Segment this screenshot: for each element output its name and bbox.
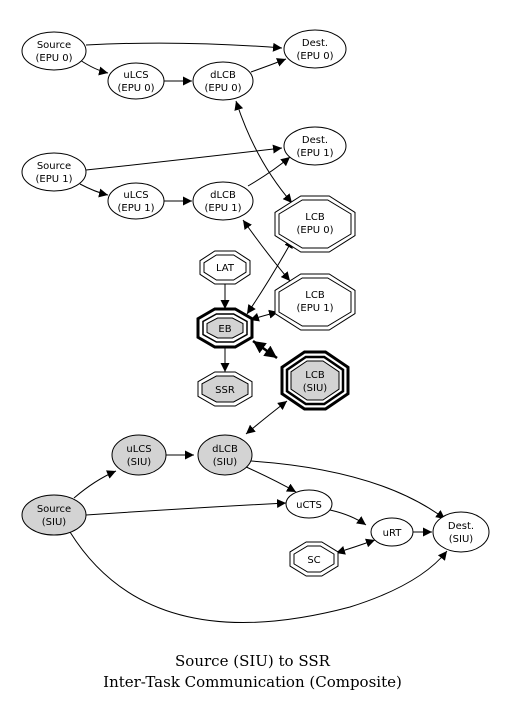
caption-subtitle: Inter-Task Communication (Composite) (103, 673, 402, 691)
node-label-line2: (EPU 0) (204, 83, 241, 94)
node-dest-epu1[interactable]: Dest. (EPU 1) (283, 126, 347, 166)
node-dest-siu[interactable]: Dest. (SIU) (432, 511, 490, 553)
communication-diagram: Source (EPU 0) uLCS (EPU 0) dLCB (EPU 0)… (21, 29, 490, 623)
node-label-line1: Dest. (302, 38, 328, 49)
node-sc[interactable]: SC (289, 541, 339, 577)
node-label-line2: (SIU) (213, 457, 238, 468)
node-source-epu0[interactable]: Source (EPU 0) (21, 31, 87, 71)
node-label-line2: (EPU 1) (296, 303, 333, 314)
node-ssr[interactable]: SSR (197, 371, 253, 407)
node-label-line2: (SIU) (303, 383, 328, 394)
edge-src-epu0-dest-epu0 (85, 42, 283, 52)
node-dlcb-epu0[interactable]: dLCB (EPU 0) (192, 61, 254, 101)
node-label: uCTS (296, 500, 322, 511)
edge-lcb-epu1-eb (249, 309, 279, 322)
node-source-siu[interactable]: Source (SIU) (21, 494, 87, 536)
node-label: SSR (215, 385, 235, 396)
edge-src-epu1-dest-epu1 (85, 144, 283, 171)
node-ulcs-siu[interactable]: uLCS (SIU) (111, 434, 167, 476)
node-label-line1: Source (37, 161, 71, 172)
node-label-line1: dLCB (210, 70, 236, 81)
node-label: EB (218, 324, 231, 335)
node-urt[interactable]: uRT (370, 517, 414, 547)
edge-dlcb-epu1-dest-epu1 (247, 156, 291, 187)
edge-dlcb-epu0-lcb-epu0 (234, 100, 293, 204)
node-label-line2: (EPU 1) (204, 203, 241, 214)
edge-dlcb-siu-ucts (243, 465, 297, 493)
node-label-line2: (SIU) (42, 517, 67, 528)
node-label: LAT (216, 263, 235, 274)
edge-src-siu-ulcs-siu (73, 470, 117, 499)
node-dlcb-epu1[interactable]: dLCB (EPU 1) (192, 181, 254, 221)
edge-lcb-epu0-eb (246, 238, 294, 315)
node-source-epu1[interactable]: Source (EPU 1) (21, 152, 87, 192)
node-label-line2: (SIU) (127, 457, 152, 468)
node-ulcs-epu0[interactable]: uLCS (EPU 0) (107, 62, 165, 100)
node-label: SC (307, 555, 320, 566)
edge-src-siu-dest-siu (69, 531, 448, 623)
node-label-line1: uLCS (123, 70, 148, 81)
node-label-line1: dLCB (212, 444, 238, 455)
node-label-line1: LCB (305, 212, 325, 223)
node-eb[interactable]: EB (196, 307, 254, 349)
node-label-line2: (EPU 0) (296, 51, 333, 62)
edge-dlcb-siu-dest-siu (250, 460, 446, 520)
edge-ucts-urt (329, 509, 367, 526)
edge-dlcb-epu0-dest-epu0 (250, 58, 287, 73)
edge-eb-lcb-siu (252, 339, 278, 360)
node-label-line1: uLCS (123, 190, 148, 201)
node-label-line2: (EPU 1) (296, 148, 333, 159)
node-lcb-epu0[interactable]: LCB (EPU 0) (274, 195, 356, 253)
node-label-line1: Source (37, 504, 71, 515)
node-label-line1: Dest. (302, 135, 328, 146)
node-label-line2: (EPU 1) (35, 174, 72, 185)
node-label-line1: Source (37, 40, 71, 51)
edge-src-epu0-ulcs-epu0 (79, 59, 109, 76)
node-label-line1: dLCB (210, 190, 236, 201)
node-label-line1: LCB (305, 290, 325, 301)
edge-dlcb-siu-lcb-siu (245, 400, 288, 435)
node-dlcb-siu[interactable]: dLCB (SIU) (197, 434, 253, 476)
node-lcb-epu1[interactable]: LCB (EPU 1) (274, 273, 356, 331)
node-label-line2: (SIU) (449, 534, 474, 545)
node-label-line1: Dest. (448, 521, 474, 532)
node-ucts[interactable]: uCTS (285, 489, 333, 519)
node-dest-epu0[interactable]: Dest. (EPU 0) (283, 29, 347, 69)
node-label-line2: (EPU 1) (117, 203, 154, 214)
node-label-line1: LCB (305, 370, 325, 381)
node-label-line2: (EPU 0) (296, 225, 333, 236)
node-label-line1: uLCS (126, 444, 151, 455)
node-lat[interactable]: LAT (199, 250, 251, 285)
node-layer: Source (EPU 0) uLCS (EPU 0) dLCB (EPU 0)… (21, 29, 490, 577)
node-ulcs-epu1[interactable]: uLCS (EPU 1) (107, 182, 165, 220)
caption-title: Source (SIU) to SSR (175, 652, 330, 670)
node-label: uRT (383, 528, 403, 539)
edge-src-siu-ucts (85, 498, 287, 516)
node-label-line2: (EPU 0) (117, 83, 154, 94)
edge-sc-urt (335, 538, 376, 555)
edge-src-epu1-ulcs-epu1 (79, 183, 109, 198)
node-label-line2: (EPU 0) (35, 53, 72, 64)
node-lcb-siu[interactable]: LCB (SIU) (280, 350, 350, 411)
